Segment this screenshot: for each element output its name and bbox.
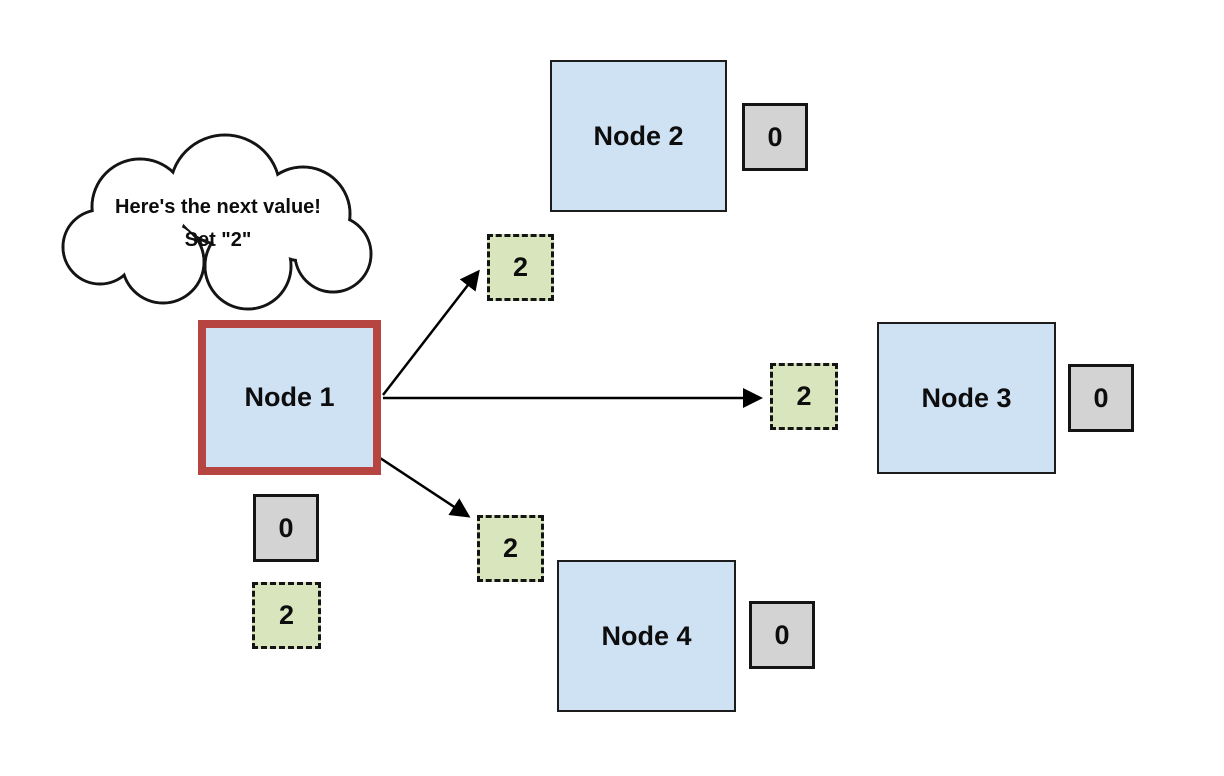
node-3-label: Node 3 <box>921 382 1012 413</box>
message-to-node-3-value: 2 <box>796 381 812 411</box>
node-2-value: 0 <box>767 121 783 152</box>
cloud-caption-line1: Here's the next value! <box>115 196 321 218</box>
message-to-node-2-box: 2 <box>487 234 554 301</box>
arrow-node1-to-node2 <box>382 269 480 396</box>
node-2-value-box: 0 <box>742 103 808 171</box>
node-1-value-box: 0 <box>253 494 319 562</box>
node-1-box: Node 1 <box>198 320 381 475</box>
node-4-value: 0 <box>774 619 790 650</box>
thought-cloud-icon <box>61 133 373 311</box>
node-1-label: Node 1 <box>244 382 335 412</box>
cloud-caption: Here's the next value! Set "2" <box>78 191 358 257</box>
node-1-value: 0 <box>278 512 294 543</box>
node-4-box: Node 4 <box>557 560 736 712</box>
arrow-node1-to-node4 <box>379 456 471 518</box>
node-2-label: Node 2 <box>593 120 684 151</box>
node-4-label: Node 4 <box>601 620 692 651</box>
node-3-value-box: 0 <box>1068 364 1134 432</box>
message-to-node-2-value: 2 <box>512 252 529 282</box>
node-2-box: Node 2 <box>550 60 727 212</box>
node-1-next-value: 2 <box>278 600 295 630</box>
message-to-node-3-box: 2 <box>770 363 838 430</box>
node-4-value-box: 0 <box>749 601 815 669</box>
node-3-value: 0 <box>1093 382 1109 413</box>
node-3-box: Node 3 <box>877 322 1056 474</box>
cloud-caption-line2: Set "2" <box>184 229 252 251</box>
message-to-node-4-value: 2 <box>502 533 519 563</box>
node-1-next-value-box: 2 <box>252 582 321 649</box>
message-to-node-4-box: 2 <box>477 515 544 582</box>
